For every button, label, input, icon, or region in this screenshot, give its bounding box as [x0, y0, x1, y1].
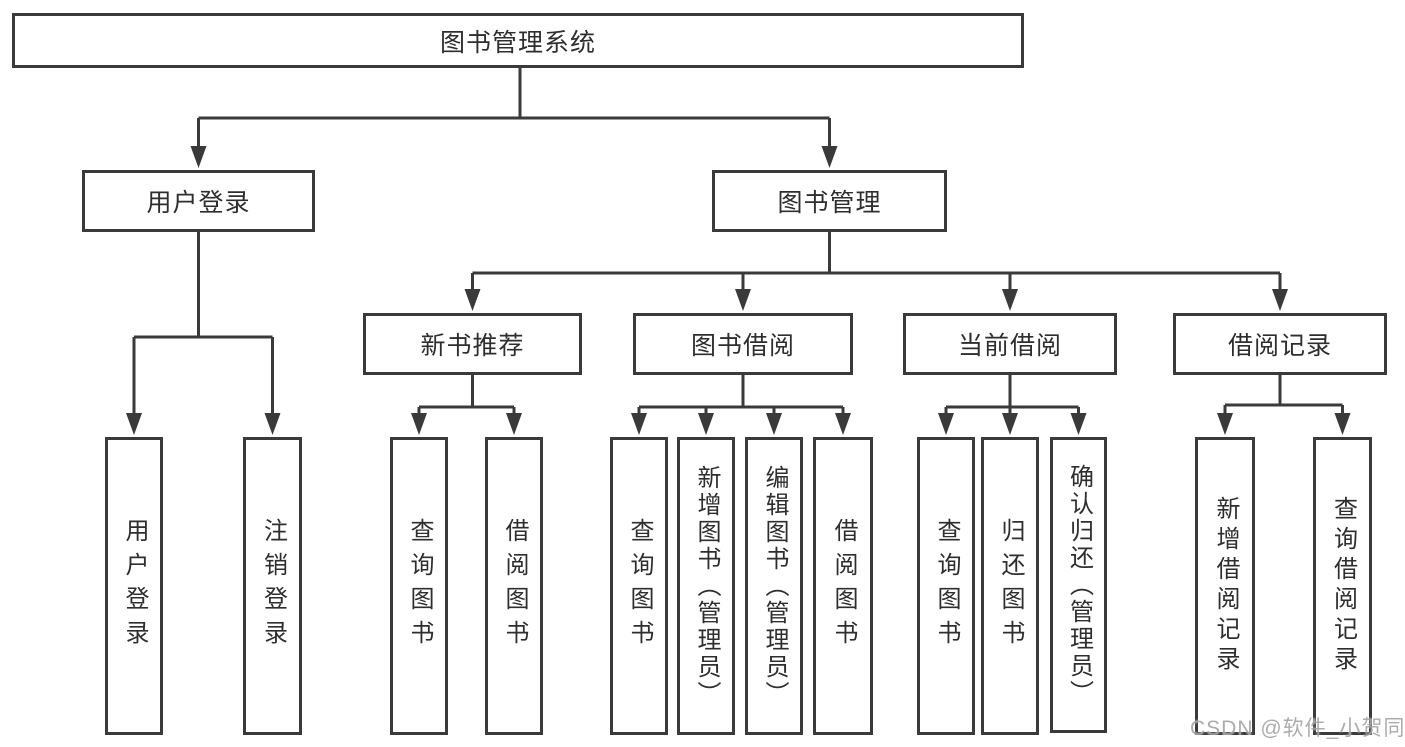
node-current-borrow: 当前借阅 — [903, 313, 1117, 375]
connector-stems — [132, 68, 1344, 418]
leaf-borrow-edit-books-admin: 编辑图书（管理员） — [745, 437, 803, 735]
leaf-borrow-borrow-books: 借阅图书 — [813, 437, 873, 735]
node-root-system: 图书管理系统 — [12, 13, 1024, 68]
leaf-borrow-add-books-admin: 新增图书（管理员） — [677, 437, 735, 735]
node-borrow-records: 借阅记录 — [1173, 313, 1387, 375]
watermark: CSDN @软件_小贺同学 — [1190, 717, 1405, 740]
leaf-current-return-books: 归还图书 — [981, 437, 1039, 735]
leaf-current-confirm-return-admin: 确认归还（管理员） — [1050, 437, 1107, 733]
leaf-newbook-borrow-books: 借阅图书 — [485, 437, 543, 735]
node-book-management: 图书管理 — [712, 170, 947, 232]
leaf-records-query-record: 查询借阅记录 — [1313, 437, 1372, 735]
leaf-user-login: 用户登录 — [105, 437, 163, 735]
arrowhead-icons — [126, 146, 1351, 435]
leaf-logout: 注销登录 — [243, 437, 302, 735]
node-new-book-recommend: 新书推荐 — [363, 313, 582, 375]
leaf-records-add-record: 新增借阅记录 — [1195, 437, 1255, 735]
leaf-newbook-query-books: 查询图书 — [390, 437, 448, 735]
node-book-borrow: 图书借阅 — [633, 313, 853, 375]
leaf-borrow-query-books: 查询图书 — [610, 437, 668, 735]
leaf-current-query-books: 查询图书 — [917, 437, 975, 735]
node-user-login: 用户登录 — [82, 170, 315, 232]
